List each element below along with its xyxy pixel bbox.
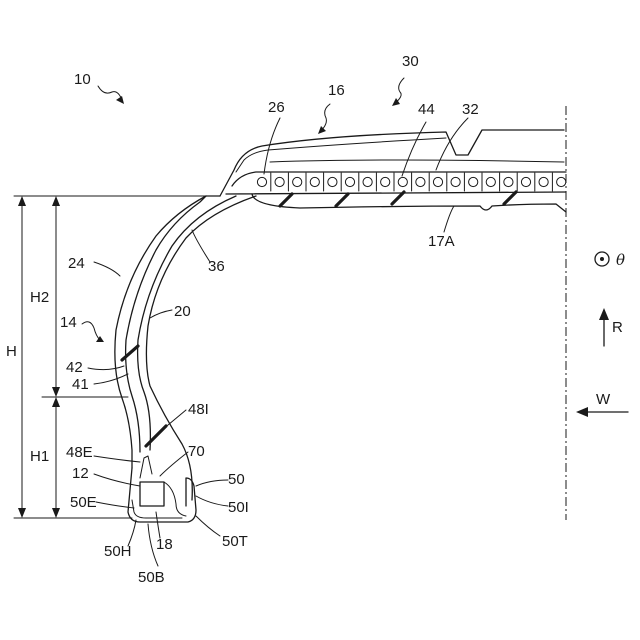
belt-edge-strip-4 [504, 192, 516, 204]
label-W: W [596, 391, 611, 408]
label-48E: 48E [66, 444, 93, 461]
belt-cord-circle [451, 177, 460, 186]
leader-24 [94, 262, 120, 276]
leader-50T [196, 516, 220, 536]
belt-cord-circle [433, 177, 442, 186]
label-18: 18 [156, 536, 173, 553]
belt-cord-circle [416, 177, 425, 186]
label-50E: 50E [70, 494, 97, 511]
belt-cord-circle [398, 177, 407, 186]
label-10: 10 [74, 71, 91, 88]
R-arrow-head-icon [599, 308, 609, 320]
dim-H2-arrow-top [52, 196, 60, 206]
leader-12 [94, 474, 140, 486]
belt-cord-circle [521, 177, 530, 186]
label-70: 70 [188, 443, 205, 460]
label-50I: 50I [228, 499, 249, 516]
leader-16-arrow [318, 126, 326, 134]
belt-cord-circle [504, 177, 513, 186]
dim-H-arrow-top [18, 196, 26, 206]
leader-50I [196, 496, 228, 506]
belt-cord-circle [257, 177, 266, 186]
belt-cord-row [257, 173, 565, 191]
leader-70 [160, 452, 188, 476]
belt-edge-strip-2 [336, 194, 348, 206]
W-arrow-head-icon [576, 407, 588, 417]
label-48I: 48I [188, 401, 209, 418]
belt-cord-circle [275, 177, 284, 186]
bead-outline [128, 468, 196, 522]
label-H: H [6, 343, 17, 360]
label-17A: 17A [428, 233, 455, 250]
belt-cord-circle [328, 177, 337, 186]
label-theta: θ [616, 251, 625, 269]
leader-10 [98, 86, 122, 100]
label-H2: H2 [30, 289, 49, 306]
label-32: 32 [462, 101, 479, 118]
belt-cord-circle [469, 177, 478, 186]
label-50T: 50T [222, 533, 248, 550]
label-14: 14 [60, 314, 77, 331]
leader-18 [156, 512, 160, 538]
sidewall-outer-line [115, 196, 220, 468]
bead-filler-48E [140, 456, 152, 478]
label-H1: H1 [30, 448, 49, 465]
label-50H: 50H [104, 543, 132, 560]
leader-42 [88, 366, 124, 370]
leader-20 [150, 310, 172, 318]
inner-liner-crown [252, 194, 566, 212]
label-12: 12 [72, 465, 89, 482]
leader-26 [264, 118, 280, 174]
carcass-ply-line [138, 196, 236, 450]
leader-10-arrow [116, 96, 124, 104]
leader-32 [436, 118, 468, 170]
dim-H1-arrow-bottom [52, 508, 60, 518]
leader-50 [196, 480, 228, 486]
belt-cord-circle [539, 177, 548, 186]
label-16: 16 [328, 82, 345, 99]
label-20: 20 [174, 303, 191, 320]
dim-H-arrow-bottom [18, 508, 26, 518]
label-26: 26 [268, 99, 285, 116]
leader-14 [82, 322, 100, 340]
bead-core-12 [140, 482, 164, 506]
belt-edge-strip-3 [392, 192, 404, 204]
dim-H1-arrow-top [52, 397, 60, 407]
label-R: R [612, 319, 623, 336]
belt-cord-circle [310, 177, 319, 186]
label-50B: 50B [138, 569, 165, 586]
leader-48E [94, 456, 140, 462]
label-42: 42 [66, 359, 83, 376]
label-41: 41 [72, 376, 89, 393]
label-36: 36 [208, 258, 225, 275]
belt-cord-circle [557, 177, 566, 186]
leader-44 [402, 122, 426, 176]
leader-48I [162, 410, 186, 430]
leader-41 [94, 374, 128, 384]
label-44: 44 [418, 101, 435, 118]
sidewall-strip-upper [122, 346, 138, 360]
label-50: 50 [228, 471, 245, 488]
belt-edge-strip-1 [280, 194, 292, 206]
belt-cord-circle [345, 177, 354, 186]
belt-cord-circle [293, 177, 302, 186]
leader-17A [444, 206, 454, 232]
bead-toe-line [164, 482, 186, 516]
label-30: 30 [402, 53, 419, 70]
belt-cord-circle [486, 177, 495, 186]
theta-dot-icon [600, 257, 604, 261]
dim-H2-arrow-bottom [52, 387, 60, 397]
label-24: 24 [68, 255, 85, 272]
tread-base-line [270, 160, 564, 162]
belt-cord-circle [363, 177, 372, 186]
belt-cord-circle [381, 177, 390, 186]
